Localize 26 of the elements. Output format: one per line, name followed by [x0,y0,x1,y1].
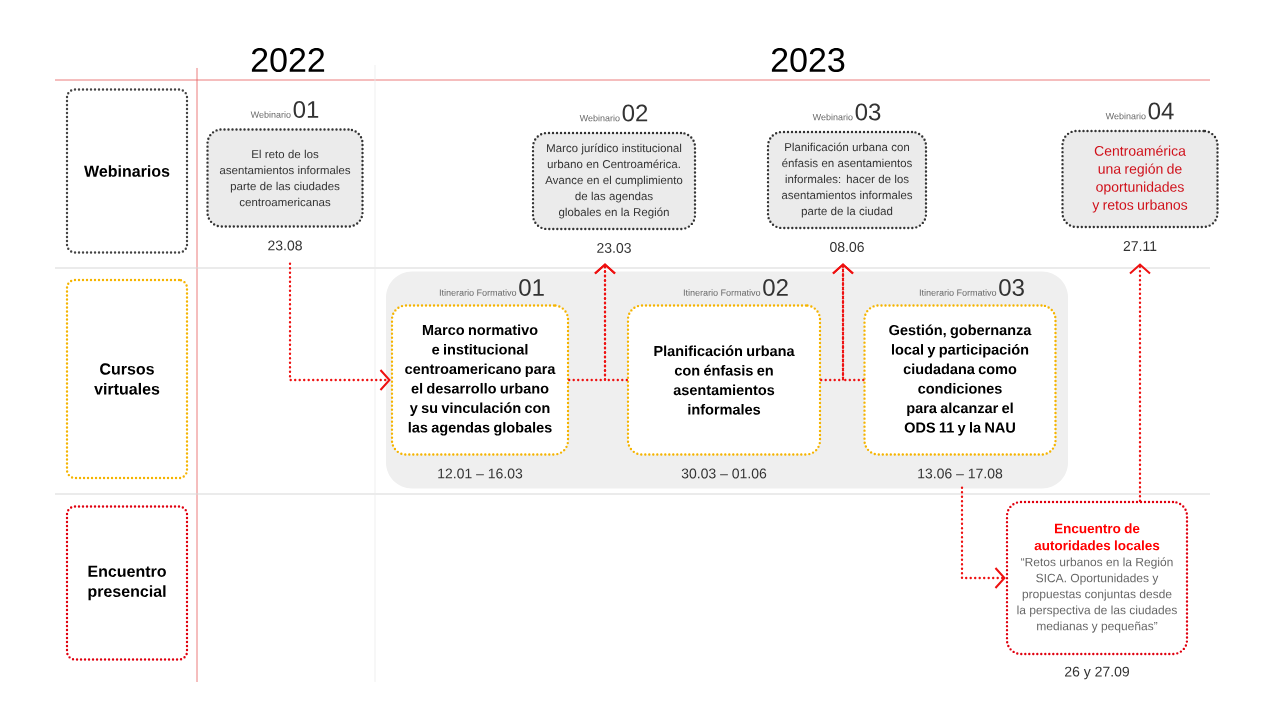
date-label: 26 y 27.09 [1065,666,1129,680]
dotted-arrow [288,262,391,391]
date-label: 08.06 [830,242,864,252]
dotted-arrow [832,263,865,382]
course-box: Planificación urbana con énfasis en asentamientos informales [626,304,822,456]
webinar-box: Marco jurídico institucional urbano en Centroamérica. Avance en el cumplimiento de las agendas globales en la Región [531,131,697,231]
row-label-box: Cursos virtuales [65,278,189,480]
dotted-arrow [1129,263,1151,502]
course-box: Gestión, gobernanza local y participación ciudadana como condiciones para alcanzar el ODS 11 y la NAU [863,304,1057,456]
date-label: 23.08 [268,240,302,251]
year-label: 2022 [251,47,325,73]
date-label: 30.03 – 01.06 [681,468,767,479]
date-label: 27.11 [1123,241,1157,251]
course-box: Marco normativo e institucional centroamericano para el desarrollo urbano y su vinculación con las agendas globales [390,304,570,456]
dotted-arrow [960,486,1006,589]
date-label: 12.01 – 16.03 [438,468,523,479]
date-label: 23.03 [597,243,631,253]
webinar-box: Planificación urbana con énfasis en asentamientos informales: hacer de los asentamientos informales parte de la ciudad [766,130,928,230]
date-label: 13.06 – 17.08 [918,468,1003,479]
year-label: 2023 [771,47,845,73]
webinar-box: El reto de los asentamientos informales parte de las ciudades centroamericanas [206,128,364,228]
row-label-box: Webinarios [65,88,189,254]
row-label-box: Encuentro presencial [65,505,189,661]
webinar-box: Centroamérica una región de oportunidades y retos urbanos [1061,129,1219,229]
event-box: Encuentro de autoridades locales “Retos urbanos en la Región SICA. Oportunidades y propuestas conjuntas desde la perspectiva de las ciudades medianas y pequeñas” [1005,500,1189,656]
dotted-arrow [594,263,628,382]
